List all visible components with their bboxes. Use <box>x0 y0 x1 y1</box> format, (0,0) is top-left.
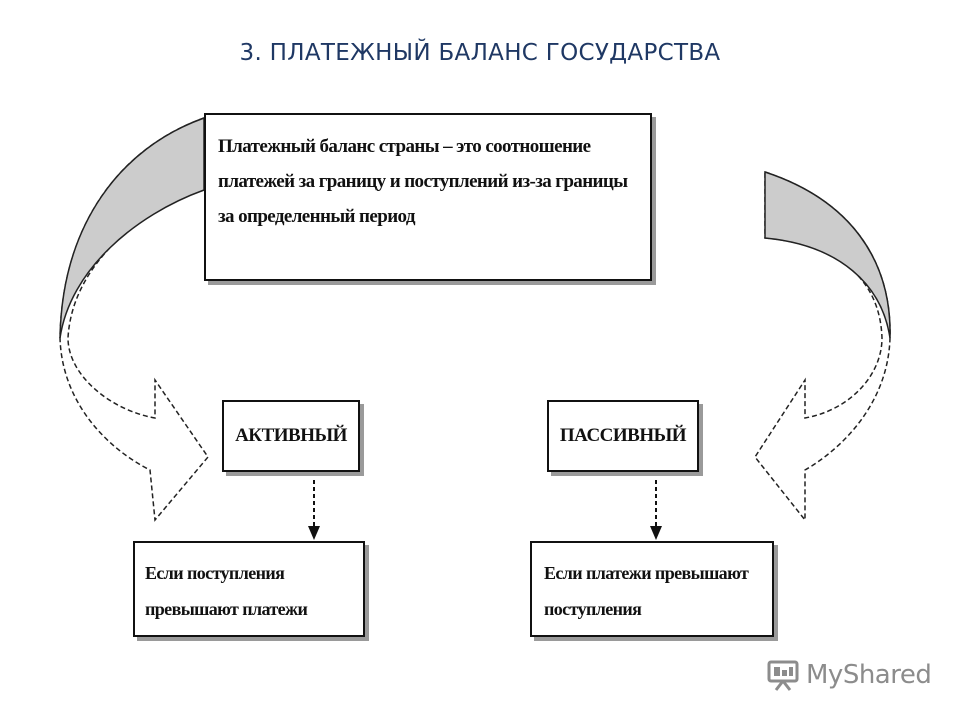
active-connector <box>308 480 320 540</box>
passive-label: ПАССИВНЫЙ <box>559 425 687 446</box>
passive-description-box: Если платежи превышают поступления <box>530 541 774 637</box>
watermark-logo: MyShared <box>766 657 932 693</box>
left-curved-arrow <box>59 116 209 522</box>
watermark-text: MyShared <box>806 660 932 690</box>
active-description-text: Если поступления превышают платежи <box>145 563 308 619</box>
definition-text: Платежный баланс страны – это соотношени… <box>218 136 628 227</box>
right-curved-arrow <box>754 170 891 523</box>
definition-box: Платежный баланс страны – это соотношени… <box>204 113 652 281</box>
passive-box: ПАССИВНЫЙ <box>547 400 699 472</box>
passive-description-text: Если платежи превышают поступления <box>544 563 749 619</box>
presentation-board-icon <box>767 660 799 691</box>
passive-connector <box>650 480 662 540</box>
active-label: АКТИВНЫЙ <box>235 425 347 446</box>
slide-title: 3. ПЛАТЕЖНЫЙ БАЛАНС ГОСУДАРСТВА <box>239 40 721 66</box>
active-description-box: Если поступления превышают платежи <box>133 541 365 637</box>
active-box: АКТИВНЫЙ <box>222 400 360 472</box>
